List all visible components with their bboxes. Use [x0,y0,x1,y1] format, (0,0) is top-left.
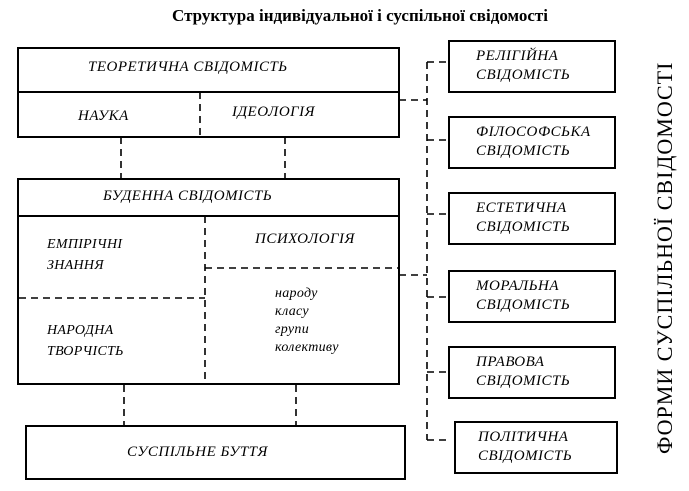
form-religious-line1: РЕЛІГІЙНА [476,48,559,64]
form-philosophical-line1: ФІЛОСОФСЬКА [476,124,591,140]
form-moral-line2: СВІДОМІСТЬ [476,297,571,313]
theoretical-consciousness-box [17,47,400,138]
form-box-moral: МОРАЛЬНА СВІДОМІСТЬ [448,270,616,323]
group-nation: народу [275,286,318,301]
psychology-label: ПСИХОЛОГІЯ [255,231,355,247]
form-aesthetic-line2: СВІДОМІСТЬ [476,219,571,235]
ideology-label: ІДЕОЛОГІЯ [232,104,316,120]
group-collective: колективу [275,340,339,355]
form-box-religious: РЕЛІГІЙНА СВІДОМІСТЬ [448,40,616,93]
form-legal-line2: СВІДОМІСТЬ [476,373,571,389]
form-philosophical-line2: СВІДОМІСТЬ [476,143,571,159]
group-group: групи [275,322,309,337]
folk-art-line1: НАРОДНА [47,323,114,338]
theoretical-consciousness-label: ТЕОРЕТИЧНА СВІДОМІСТЬ [88,59,288,75]
form-moral-line1: МОРАЛЬНА [476,278,560,294]
form-religious-line2: СВІДОМІСТЬ [476,67,571,83]
empirical-knowledge-line2: ЗНАННЯ [47,258,104,273]
form-box-aesthetic: ЕСТЕТИЧНА СВІДОМІСТЬ [448,192,616,245]
form-box-legal: ПРАВОВА СВІДОМІСТЬ [448,346,616,399]
folk-art-line2: ТВОРЧІСТЬ [47,344,124,359]
science-label: НАУКА [78,108,129,124]
form-aesthetic-line1: ЕСТЕТИЧНА [476,200,567,216]
form-box-philosophical: ФІЛОСОФСЬКА СВІДОМІСТЬ [448,116,616,169]
form-legal-line1: ПРАВОВА [476,354,545,370]
forms-side-label: ФОРМИ СУСПІЛЬНОЇ СВІДОМОСТІ [652,61,677,454]
empirical-knowledge-line1: ЕМПІРІЧНІ [47,237,123,252]
social-being-box [25,425,406,480]
form-political-line1: ПОЛІТИЧНА [478,429,569,445]
everyday-consciousness-box [17,178,400,385]
diagram-title: Структура індивідуальної і суспільної св… [172,6,548,25]
everyday-consciousness-label: БУДЕННА СВІДОМІСТЬ [103,188,273,204]
form-political-line2: СВІДОМІСТЬ [478,448,573,464]
group-class: класу [275,304,309,319]
social-being-label: СУСПІЛЬНЕ БУТТЯ [127,444,268,460]
form-box-political: ПОЛІТИЧНА СВІДОМІСТЬ [454,421,618,474]
